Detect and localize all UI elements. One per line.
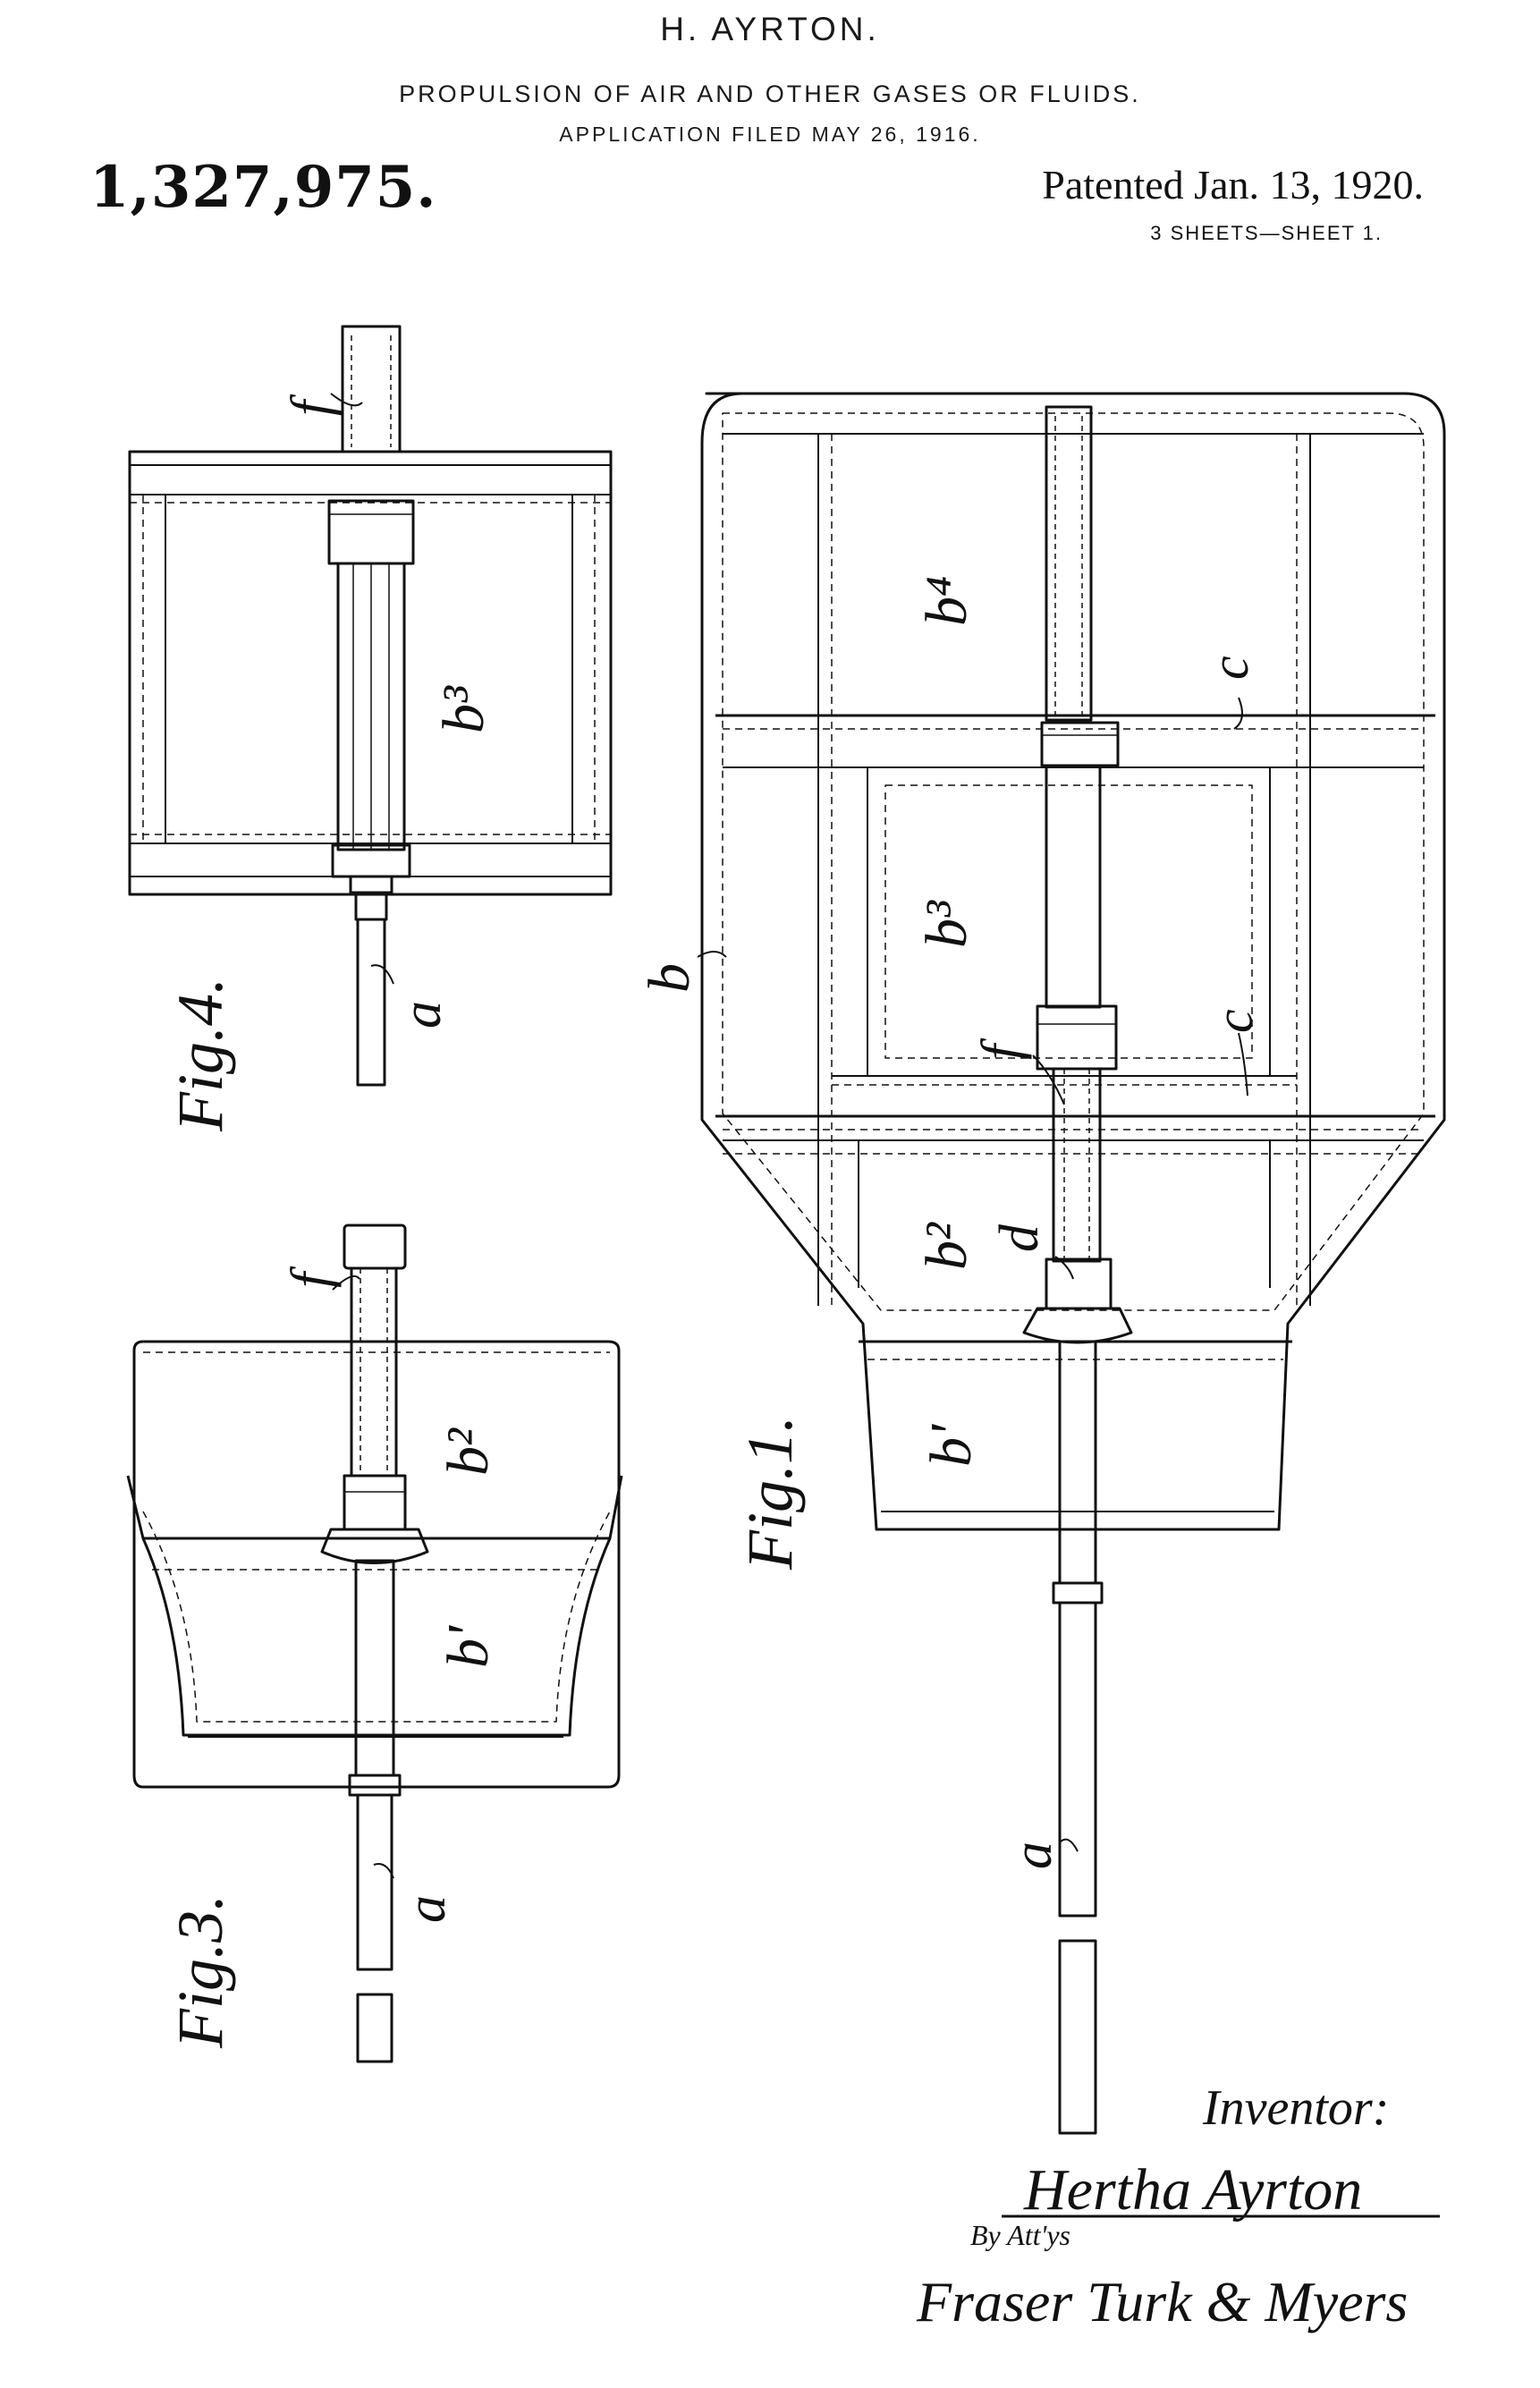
inventor-name: H. AYRTON. [660,11,880,47]
label-a-fig1: a [1003,1842,1063,1869]
label-b4: b⁴ [914,576,979,626]
label-b1-fig3: b' [436,1624,501,1668]
label-b2-fig3: b² [436,1427,501,1476]
fig3-label: Fig.3. [165,1894,236,2049]
sheet-count: 3 SHEETS—SHEET 1. [1150,222,1383,244]
fig1-drawing [700,392,1446,2135]
patent-number: 1,327,975. [89,154,437,221]
label-b: b [637,963,702,993]
inventor-heading: Inventor: [1202,2080,1389,2136]
patent-title: PROPULSION OF AIR AND OTHER GASES OR FLU… [399,80,1141,107]
leader-lines [330,393,1248,1879]
fig1-label: Fig.1. [734,1416,806,1571]
label-f-fig4: f [281,394,342,416]
label-b1: b' [918,1423,984,1467]
label-b3: b³ [914,900,979,948]
label-b3-fig4: b³ [431,685,496,733]
label-a-fig4: a [392,1001,453,1029]
patented-date: Patented Jan. 13, 1920. [1042,162,1424,207]
fig4-drawing [128,325,613,1087]
fig3-drawing [126,1224,623,2063]
application-filed-date: APPLICATION FILED MAY 26, 1916. [559,123,981,146]
attorneys-signature: Fraser Turk & Myers [916,2270,1408,2333]
label-d: d [989,1224,1050,1252]
label-f-fig1: f [971,1037,1032,1060]
label-c-upper: c [1200,656,1259,680]
by-attorneys: By Att'ys [970,2219,1070,2251]
label-a-fig3: a [396,1895,457,1923]
fig4-label: Fig.4. [165,978,236,1132]
label-f-fig3: f [281,1266,342,1288]
label-c-lower: c [1205,1009,1264,1033]
label-b2: b² [914,1222,979,1270]
inventor-signature: Hertha Ayrton [1023,2157,1362,2223]
